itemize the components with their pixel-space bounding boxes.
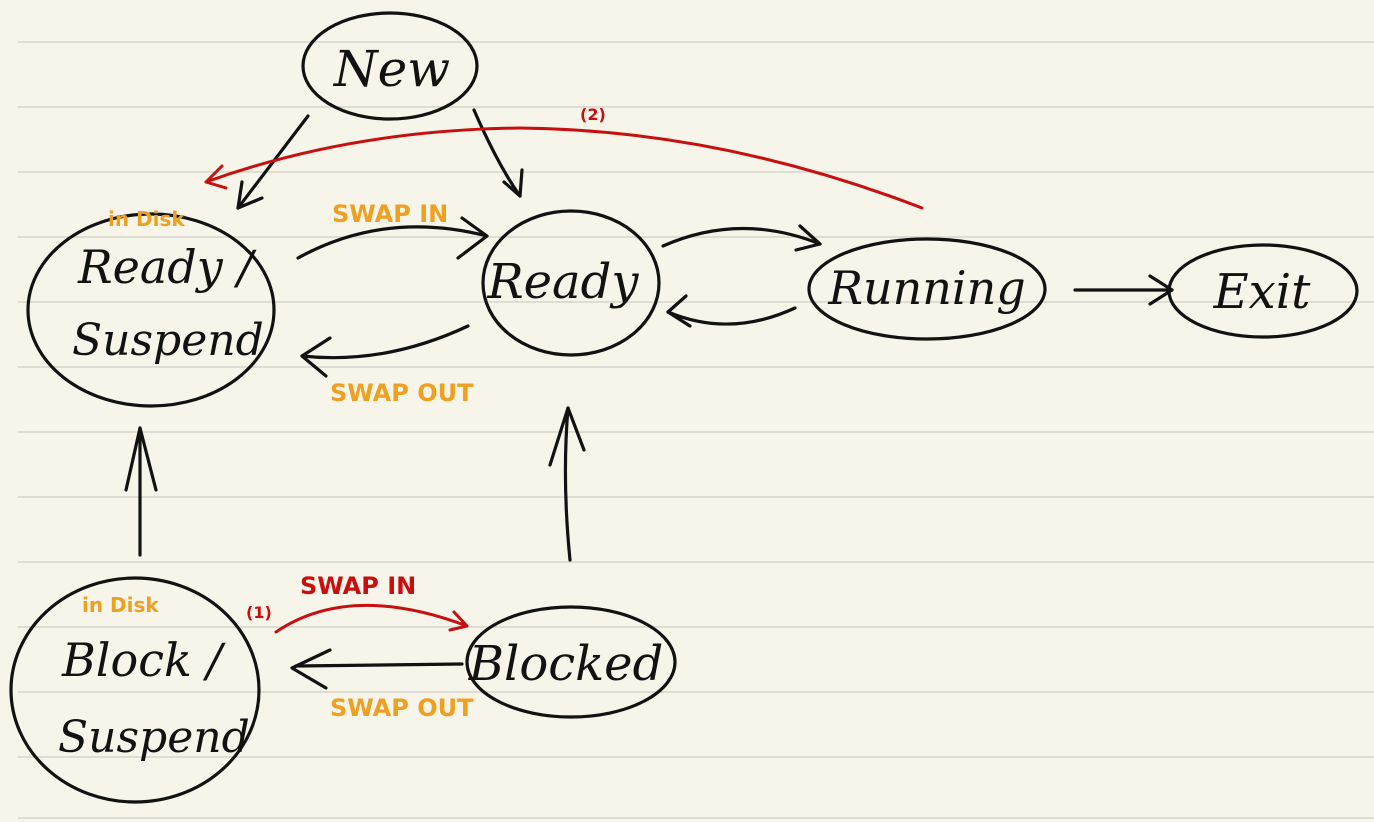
arrow-running-to-ready-suspend-red: [204, 126, 924, 210]
ruled-lines: [18, 41, 1374, 819]
arrow-running-to-exit: [1073, 274, 1174, 306]
node-exit: Exit: [1167, 243, 1359, 339]
arrow-ready-suspend-to-ready: [296, 216, 489, 260]
arrow-blocked-to-ready: [548, 406, 586, 562]
node-block-suspend-label-line1: Block /: [61, 633, 226, 687]
swap-in-bottom-label: SWAP IN: [300, 572, 416, 600]
block-suspend-in-disk-note: in Disk: [82, 593, 159, 617]
arrow-running-to-ready: [666, 294, 797, 328]
arrow-block-suspend-to-ready-suspend: [124, 426, 158, 557]
node-ready: Ready: [481, 209, 661, 357]
node-blocked: Blocked: [465, 605, 677, 719]
marker-2-label: (2): [580, 105, 606, 124]
ready-suspend-in-disk-note: in Disk: [108, 207, 185, 231]
node-ready-suspend-label-line1: Ready /: [77, 240, 257, 294]
arrow-block-suspend-to-blocked-red: [274, 603, 469, 634]
node-new: New: [301, 11, 479, 121]
node-block-suspend-label-line2: Suspend: [58, 712, 250, 763]
node-ready-suspend-label-line2: Suspend: [72, 315, 264, 366]
node-ready-label: Ready: [486, 254, 639, 310]
node-ready-suspend: in Disk Ready / Suspend: [26, 207, 276, 408]
node-exit-label: Exit: [1213, 264, 1311, 320]
node-blocked-label: Blocked: [468, 636, 664, 692]
swap-out-bottom-label: SWAP OUT: [330, 694, 474, 722]
arrow-blocked-to-block-suspend: [290, 648, 464, 690]
marker-1-label: (1): [246, 603, 272, 622]
arrow-ready-to-ready-suspend: [300, 324, 470, 378]
arrow-ready-to-running: [661, 224, 822, 252]
node-running: Running: [807, 237, 1047, 341]
node-new-label: New: [333, 40, 450, 98]
swap-in-top-label: SWAP IN: [332, 200, 448, 228]
node-running-label: Running: [827, 261, 1025, 315]
node-block-suspend: in Disk Block / Suspend: [9, 576, 261, 804]
arrow-new-to-ready: [472, 108, 524, 198]
swap-out-top-label: SWAP OUT: [330, 379, 474, 407]
